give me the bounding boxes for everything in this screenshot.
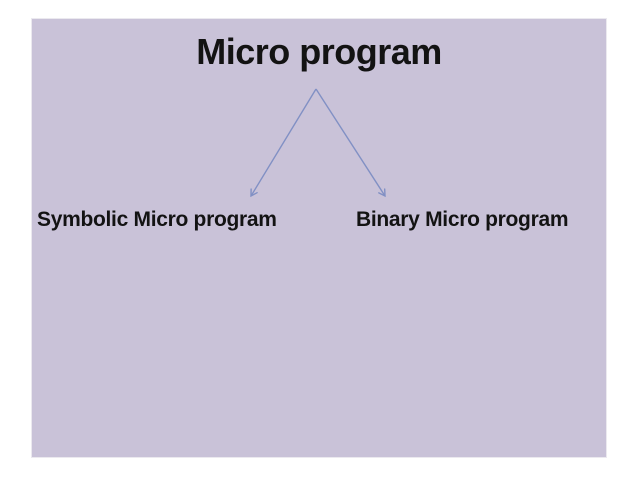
slide: Micro program Symbolic Micro program Bin…	[32, 19, 606, 457]
branch-arrows	[250, 88, 386, 198]
node-binary-micro-program: Binary Micro program	[356, 208, 569, 231]
slide-title: Micro program	[196, 31, 442, 72]
node-symbolic-micro-program: Symbolic Micro program	[37, 208, 277, 231]
arrow-to-binary-icon	[315, 88, 386, 198]
arrow-to-symbolic-icon	[250, 88, 317, 198]
